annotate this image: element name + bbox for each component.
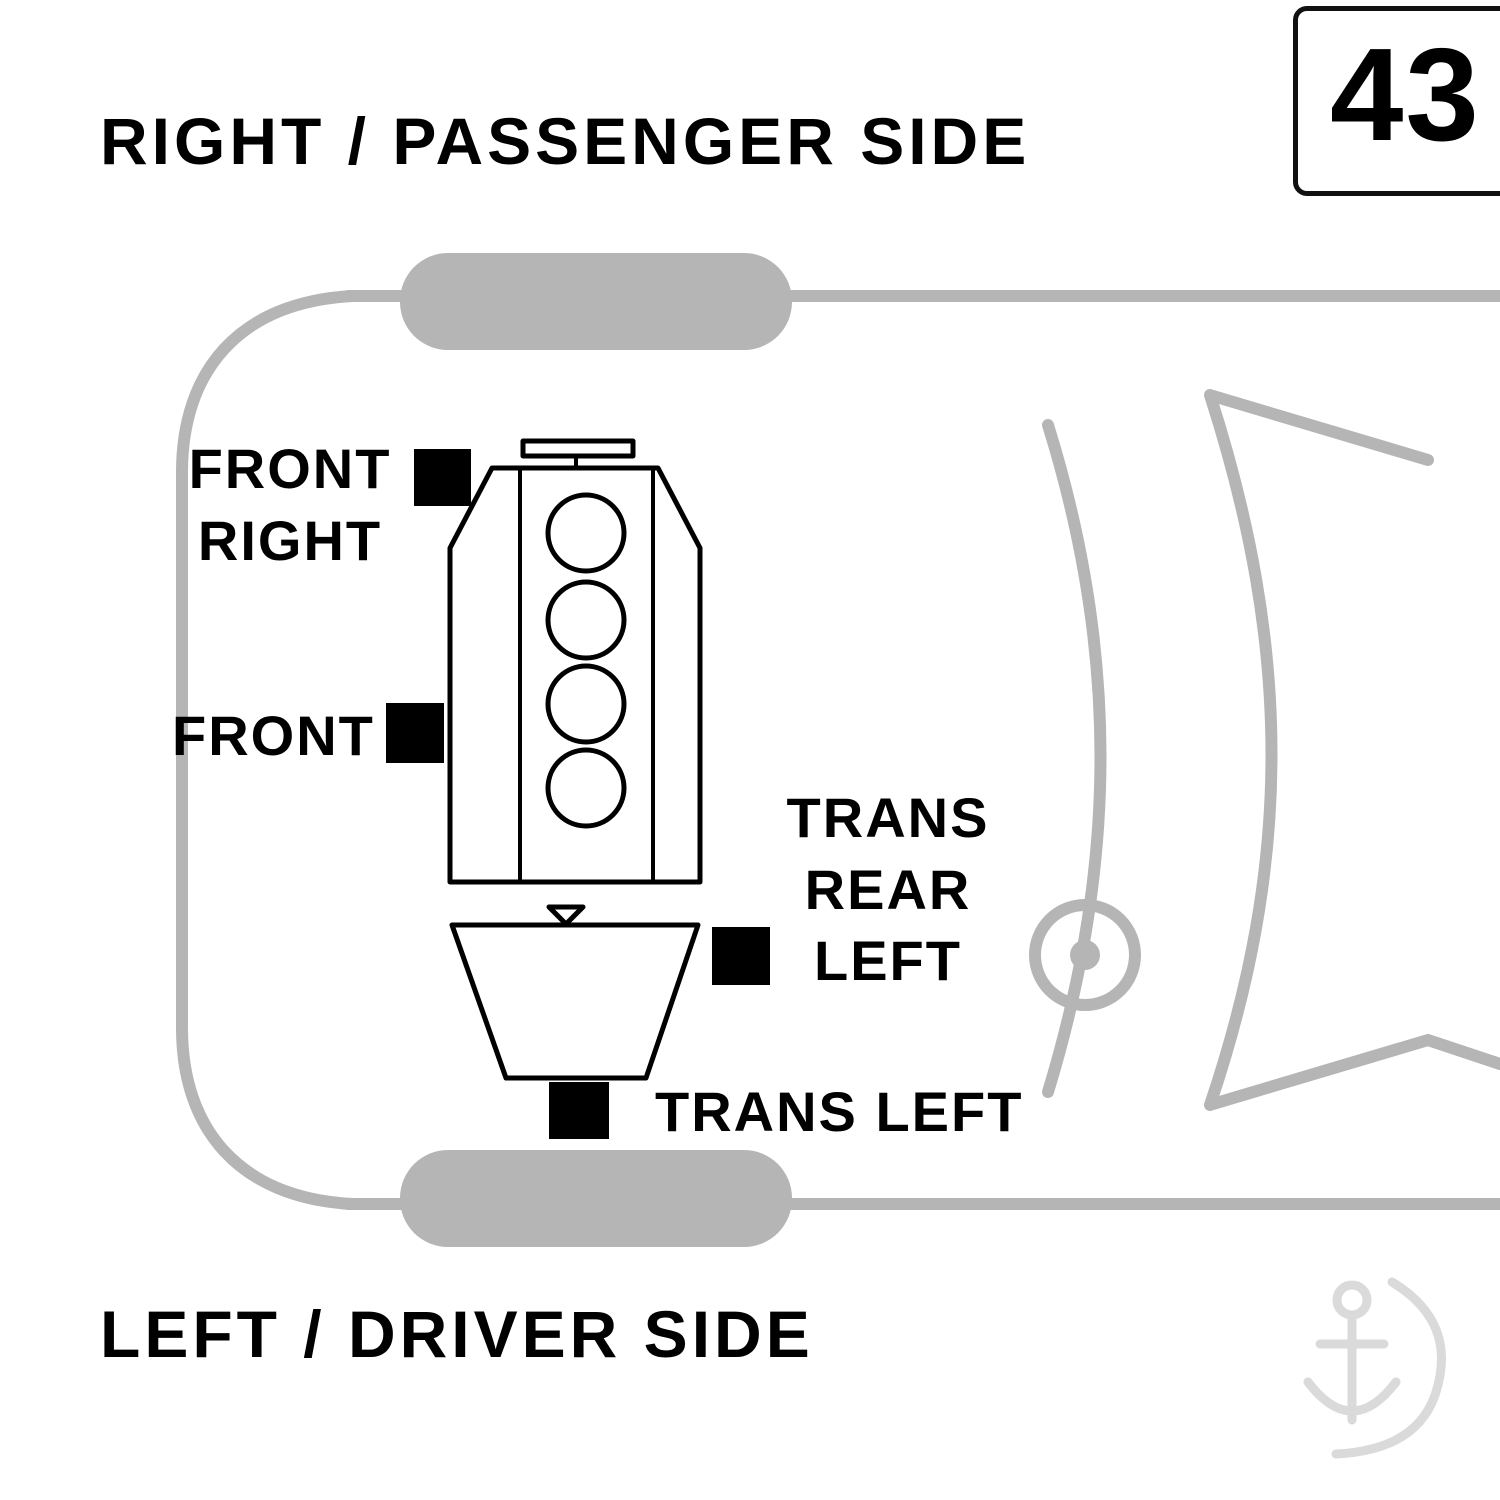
label-trans-rear-left-line-1: TRANS [786, 786, 990, 849]
title-right-passenger-side: RIGHT / PASSENGER SIDE [100, 104, 1031, 178]
anchor-watermark-icon [1303, 1277, 1446, 1459]
mount-marker-trans-left [549, 1082, 609, 1139]
steering-wheel-icon [1029, 899, 1141, 1011]
mount-marker-trans-rear-left [712, 927, 770, 985]
cylinder-4-icon [545, 747, 627, 829]
label-front-right: FRONT RIGHT [150, 433, 430, 576]
label-trans-left: TRANS LEFT [655, 1076, 1023, 1148]
label-trans-rear-left-line-2: REAR [804, 857, 972, 921]
roof-line-bottom [1207, 1033, 1500, 1110]
label-front: FRONT [172, 700, 375, 772]
label-trans-rear-left: TRANS REAR LEFT [758, 782, 1018, 997]
page-number-badge: 43 [1293, 6, 1500, 196]
trans-input-funnel-icon [546, 904, 586, 927]
transmission-outline [449, 922, 701, 1081]
windshield-top-curve [1204, 389, 1278, 1111]
cylinder-2-icon [545, 579, 627, 661]
mount-marker-front-right [414, 449, 471, 506]
wheel-bottom-icon [400, 1150, 792, 1247]
mount-markers [386, 449, 770, 1139]
mount-marker-front [386, 703, 444, 763]
label-front-right-line-2: RIGHT [197, 508, 383, 572]
label-front-line-1: FRONT [172, 704, 375, 767]
car-left-body-curve [176, 290, 359, 1210]
cylinder-3-icon [545, 663, 627, 745]
title-left-driver-side: LEFT / DRIVER SIDE [100, 1297, 814, 1371]
page-number: 43 [1330, 21, 1481, 168]
roof-line-top [1207, 390, 1434, 466]
car-outline [176, 253, 1500, 1247]
cylinder-1-icon [545, 492, 627, 574]
label-trans-rear-left-line-3: LEFT [814, 929, 962, 993]
windshield-base-curve [1042, 419, 1107, 1098]
valve-cover-bar-icon [520, 438, 636, 459]
steering-wheel-hub [1070, 940, 1100, 970]
engine-and-transmission [447, 438, 703, 1081]
wheel-top-icon [400, 253, 792, 350]
label-trans-left-line-1: TRANS LEFT [655, 1080, 1024, 1143]
label-front-right-line-1: FRONT [188, 437, 392, 500]
